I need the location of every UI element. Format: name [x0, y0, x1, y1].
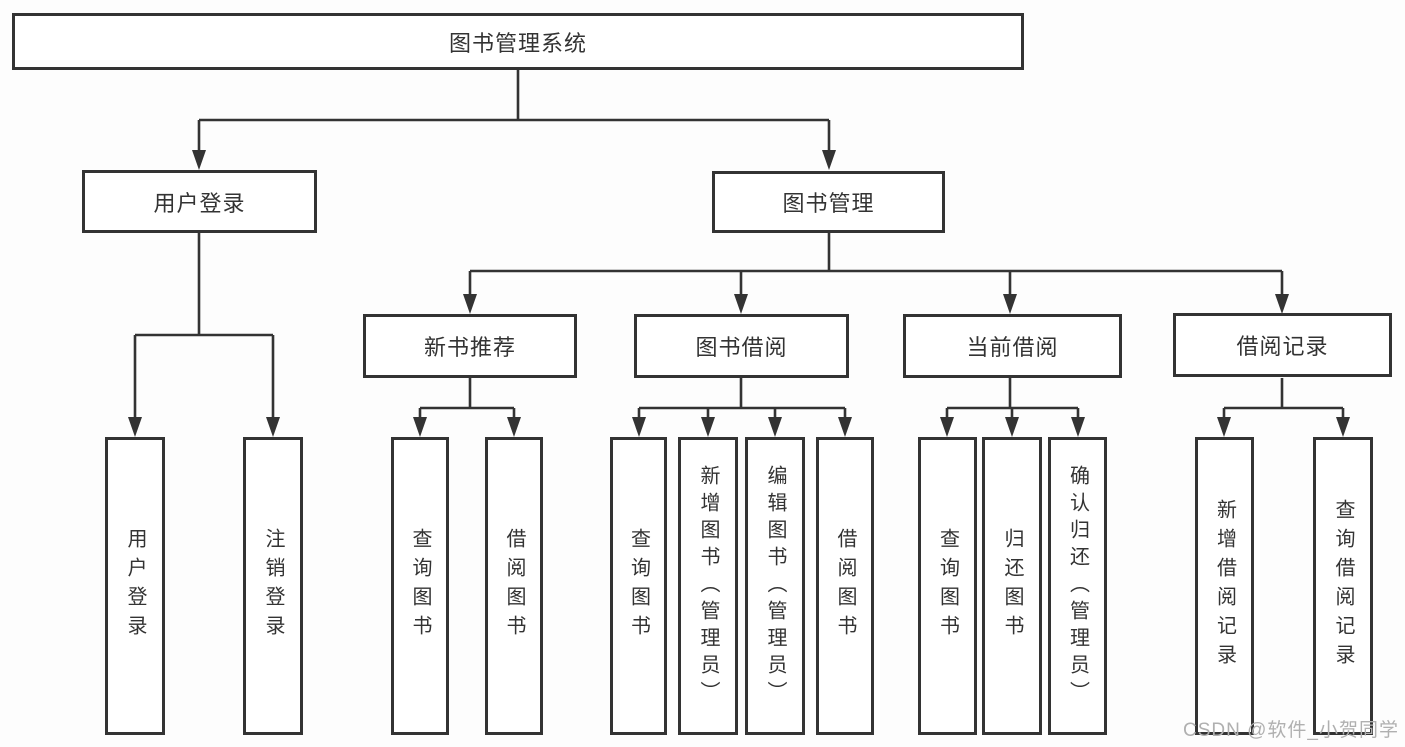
leaf-add-borrow-record: 新增借阅记录 [1195, 437, 1254, 735]
leaf-query-book-borrow: 查询图书 [610, 437, 667, 735]
leaf-query-book-borrow-label: 查询图书 [627, 528, 650, 644]
node-borrow-records-label: 借阅记录 [1236, 334, 1329, 359]
leaf-query-book-current-label: 查询图书 [936, 528, 959, 644]
leaf-borrow-book-recommend-label: 借阅图书 [503, 528, 525, 644]
leaf-query-book-recommend-label: 查询图书 [409, 528, 431, 644]
csdn-watermark: CSDN @软件_小贺同学 [1183, 720, 1399, 741]
node-book-management-label: 图书管理 [782, 191, 875, 216]
leaf-edit-book-admin-label: 编辑图书（管理员） [764, 464, 786, 708]
leaf-query-book-current: 查询图书 [918, 437, 977, 735]
node-new-book-recommend: 新书推荐 [363, 314, 577, 378]
node-root-label: 图书管理系统 [448, 30, 587, 56]
leaf-add-book-admin-label: 新增图书（管理员） [697, 464, 719, 708]
leaf-user-login: 用户登录 [105, 437, 165, 735]
leaf-edit-book-admin: 编辑图书（管理员） [745, 437, 805, 735]
leaf-add-borrow-record-label: 新增借阅记录 [1213, 499, 1236, 673]
leaf-query-borrow-record: 查询借阅记录 [1313, 437, 1373, 735]
node-book-borrow: 图书借阅 [634, 314, 849, 378]
node-user-login-label: 用户登录 [153, 190, 246, 216]
leaf-logout-login-label: 注销登录 [262, 528, 284, 644]
node-book-management: 图书管理 [712, 171, 945, 233]
node-current-borrow-label: 当前借阅 [966, 335, 1059, 360]
node-root: 图书管理系统 [12, 13, 1024, 70]
leaf-confirm-return-admin: 确认归还（管理员） [1048, 437, 1107, 735]
leaf-query-book-recommend: 查询图书 [391, 437, 449, 735]
arrowhead-group [128, 150, 1350, 437]
node-borrow-records: 借阅记录 [1173, 313, 1392, 377]
leaf-borrow-book-recommend: 借阅图书 [485, 437, 543, 735]
leaf-add-book-admin: 新增图书（管理员） [678, 437, 738, 735]
leaf-confirm-return-admin-label: 确认归还（管理员） [1066, 464, 1089, 708]
node-new-book-recommend-label: 新书推荐 [423, 335, 516, 360]
node-user-login: 用户登录 [82, 170, 317, 233]
leaf-logout-login: 注销登录 [243, 437, 303, 735]
leaf-borrow-book: 借阅图书 [816, 437, 874, 735]
leaf-user-login-label: 用户登录 [124, 528, 146, 644]
node-book-borrow-label: 图书借阅 [695, 335, 788, 360]
leaf-return-book: 归还图书 [982, 437, 1042, 735]
leaf-borrow-book-label: 借阅图书 [834, 528, 856, 644]
node-current-borrow: 当前借阅 [903, 314, 1122, 378]
leaf-return-book-label: 归还图书 [1001, 528, 1023, 644]
leaf-query-borrow-record-label: 查询借阅记录 [1332, 499, 1354, 673]
